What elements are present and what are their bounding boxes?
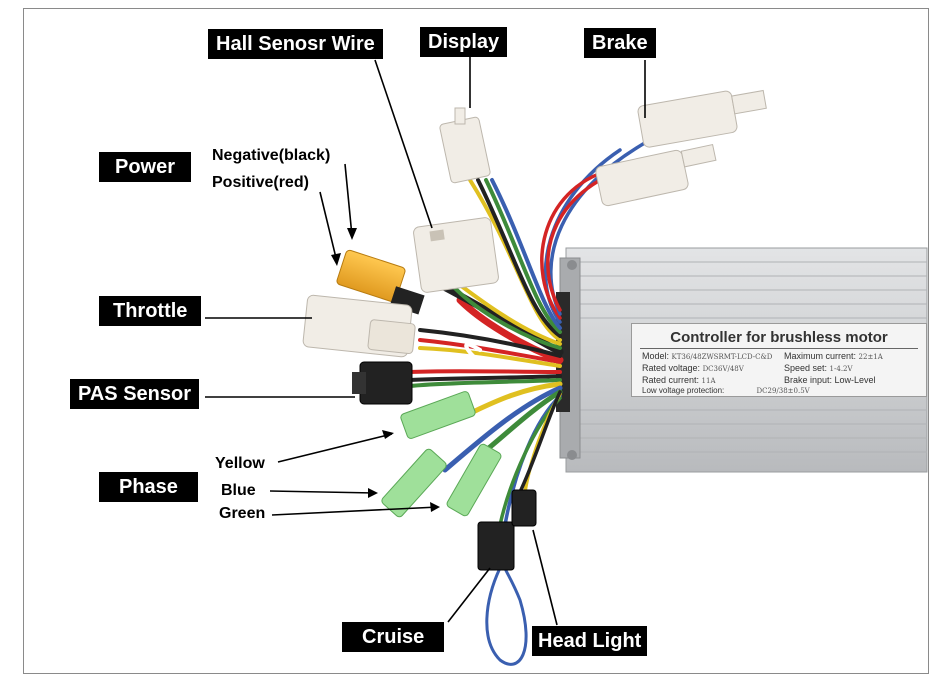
spec-low-voltage: Low voltage protection: DC29/38±0.5V (642, 386, 810, 395)
spec-max-current: Maximum current: 22±1A (784, 351, 883, 361)
spec-rated-current-value: 11A (701, 377, 716, 385)
controller-spec-plate: Controller for brushless motor Model: KT… (631, 323, 927, 397)
spec-max-current-label: Maximum current: (784, 351, 857, 361)
pas-sensor-connector (352, 361, 413, 405)
spec-model: Model: KT36/48ZWSRMT-LCD-C&D (642, 351, 772, 361)
label-cruise: Cruise (342, 622, 445, 652)
plate-title: Controller for brushless motor (670, 329, 888, 346)
spec-rated-current: Rated current: 11A (642, 375, 716, 385)
label-power: Power (99, 152, 192, 182)
spec-low-voltage-label: Low voltage protection: (642, 386, 725, 395)
label-brake: Brake (584, 28, 656, 58)
text-yellow: Yellow (215, 455, 265, 472)
spec-rated-voltage-value: DC36V/48V (702, 365, 744, 373)
label-throttle: Throttle (99, 296, 202, 326)
cruise-loop-wire (485, 567, 528, 666)
spec-speed-set: Speed set: 1-4.2V (784, 363, 853, 373)
text-positive-red: Positive(red) (212, 174, 309, 191)
spec-rated-current-label: Rated current: (642, 375, 700, 385)
text-negative-black: Negative(black) (212, 147, 331, 164)
spec-low-voltage-value: DC29/38±0.5V (756, 387, 810, 395)
cruise-connector (477, 521, 515, 571)
spec-brake-input: Brake input: Low-Level (784, 375, 876, 385)
text-blue: Blue (221, 482, 256, 499)
head-light-connector (511, 489, 537, 527)
brake-connector-b (595, 143, 717, 207)
hall-sensor-connector (413, 217, 499, 293)
label-display: Display (420, 27, 508, 57)
spec-speed-set-label: Speed set: (784, 363, 828, 373)
spec-max-current-value: 22±1A (858, 353, 883, 361)
spec-rated-voltage: Rated voltage: DC36V/48V (642, 363, 744, 373)
phase-yellow-terminal (400, 391, 476, 439)
brake-connector-a (637, 89, 767, 148)
spec-model-value: KT36/48ZWSRMT-LCD-C&D (671, 353, 773, 361)
plate-divider (640, 348, 918, 349)
text-green: Green (219, 505, 266, 522)
label-phase: Phase (99, 472, 198, 502)
throttle-connector (302, 294, 416, 358)
phase-green-terminal (446, 443, 502, 517)
label-head-light: Head Light (532, 626, 648, 656)
label-hall-sensor-wire: Hall Senosr Wire (208, 29, 383, 59)
spec-model-label: Model: (642, 351, 670, 361)
label-pas-sensor: PAS Sensor (70, 379, 199, 409)
spec-speed-set-value: 1-4.2V (829, 365, 853, 373)
spec-rated-voltage-label: Rated voltage: (642, 363, 701, 373)
display-connector (439, 107, 491, 184)
arrowheads (331, 228, 440, 512)
leader-lines (205, 56, 646, 626)
wire-bundle (408, 138, 652, 527)
